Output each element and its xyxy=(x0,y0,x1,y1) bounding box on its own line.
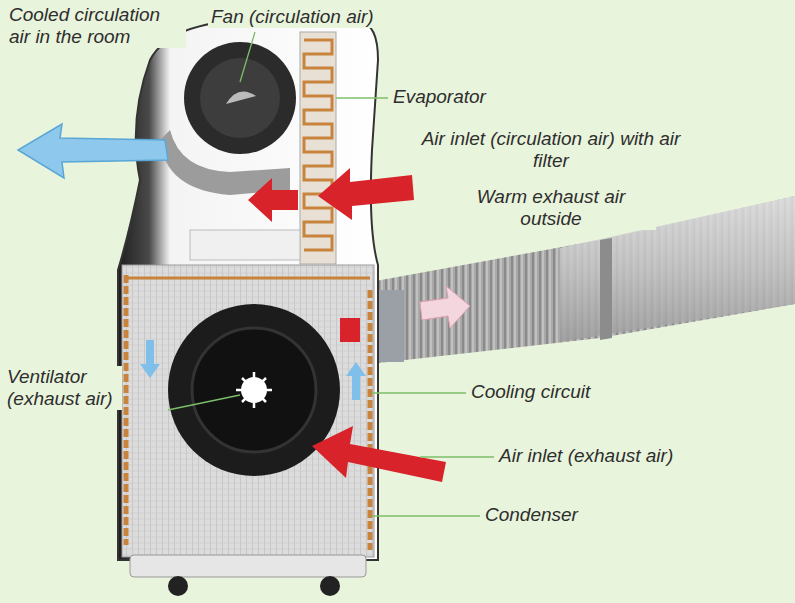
base-plate xyxy=(130,555,366,577)
ventilator-wheel xyxy=(192,328,316,452)
part-label: Cooled circulation air in the room xyxy=(6,4,186,48)
leader-line xyxy=(240,32,255,82)
ventilator-housing xyxy=(168,304,340,476)
part-label: Fan (circulation air) xyxy=(208,6,377,28)
air-flow-arrows xyxy=(18,124,470,482)
wheel xyxy=(168,576,188,596)
circulation-fan xyxy=(160,42,296,195)
exhaust-hot-air xyxy=(340,318,360,342)
fan-housing xyxy=(184,42,296,154)
fan-housing-base xyxy=(190,230,300,260)
part-label: Warm exhaust air outside xyxy=(446,186,656,230)
part-label: Evaporator xyxy=(390,86,489,108)
exhaust-inlet-arrow xyxy=(312,426,446,482)
unit-casing xyxy=(118,20,378,596)
refrigerant-down-arrow xyxy=(140,340,160,378)
wheel xyxy=(320,576,340,596)
hose-band xyxy=(600,238,612,340)
condenser-fins xyxy=(122,265,374,557)
part-label: Condenser xyxy=(482,504,581,526)
circulation-inner-arrow xyxy=(248,178,298,222)
part-label: Air inlet (exhaust air) xyxy=(496,445,676,467)
leader-line xyxy=(168,395,240,410)
condenser-coil xyxy=(126,275,370,550)
fan-hub xyxy=(226,92,256,105)
evaporator-coil xyxy=(304,40,332,250)
cooling-pipe xyxy=(126,277,370,280)
evaporator-core xyxy=(300,32,336,264)
ventilator-hub-star xyxy=(236,372,272,408)
casing-shell xyxy=(118,20,378,560)
circulation-inlet-arrow xyxy=(318,168,414,220)
exhaust-ventilator xyxy=(168,304,340,476)
leader-line xyxy=(336,97,388,98)
part-label: Ventilator (exhaust air) xyxy=(4,366,122,410)
leader-line xyxy=(420,456,494,457)
warm-exhaust-arrow xyxy=(420,286,470,328)
refrigerant-up-arrow xyxy=(346,362,366,400)
leader-lines xyxy=(168,32,494,516)
leader-line xyxy=(372,392,466,393)
leader-line xyxy=(372,515,480,516)
cool-air-arrow xyxy=(18,124,168,178)
part-label: Air inlet (circulation air) with air fil… xyxy=(416,128,686,172)
part-label: Cooling circuit xyxy=(468,381,593,403)
fan-wheel xyxy=(200,58,280,138)
